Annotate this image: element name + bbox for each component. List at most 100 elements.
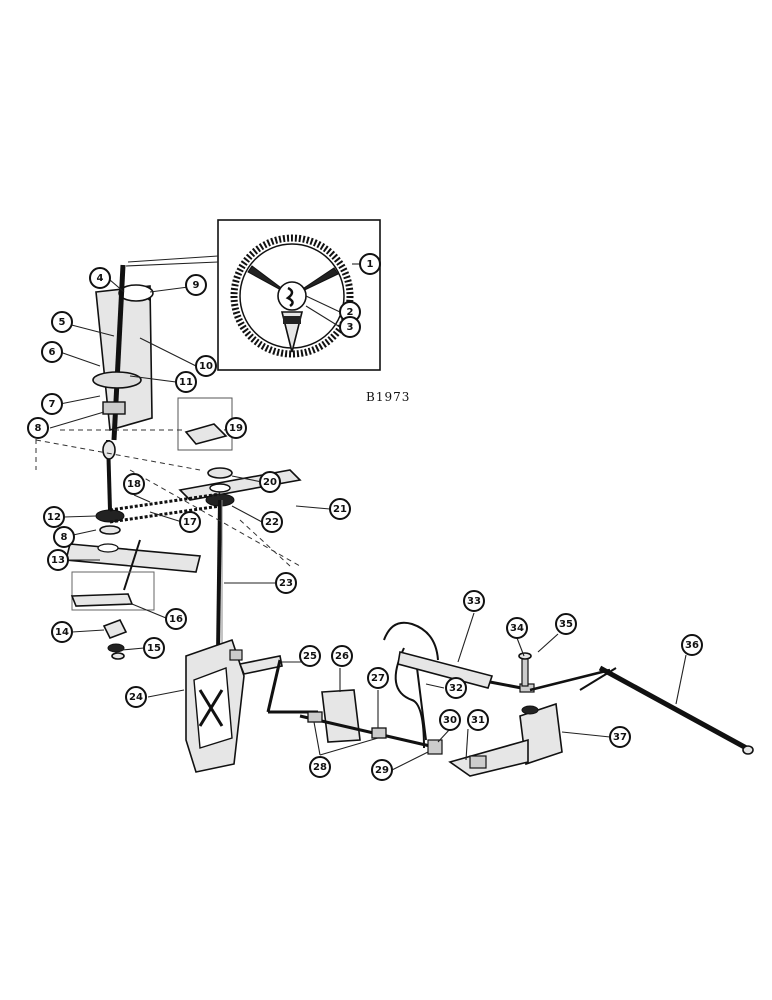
steering-gearbox bbox=[185, 638, 245, 773]
callout-label: 19 bbox=[229, 423, 243, 434]
callout-29: 29 bbox=[371, 759, 393, 781]
callout-circle bbox=[89, 267, 111, 289]
callout-label: 8 bbox=[35, 423, 42, 434]
callout-19: 19 bbox=[225, 417, 247, 439]
callout-circle bbox=[367, 667, 389, 689]
callout-label: 6 bbox=[49, 347, 56, 358]
callout-label: 35 bbox=[559, 619, 573, 630]
callout-26: 26 bbox=[331, 645, 353, 667]
callout-label: 5 bbox=[59, 317, 66, 328]
callout-circle bbox=[467, 709, 489, 731]
callout-circle bbox=[329, 498, 351, 520]
callout-label: 30 bbox=[443, 715, 457, 726]
callout-22: 22 bbox=[261, 511, 283, 533]
callout-label: 12 bbox=[47, 512, 61, 523]
callout-circle bbox=[506, 617, 528, 639]
leader-lines bbox=[49, 263, 687, 771]
callout-label: 16 bbox=[169, 614, 183, 625]
callout-33: 33 bbox=[463, 590, 485, 612]
callout-label: 33 bbox=[467, 596, 481, 607]
callout-circle bbox=[165, 608, 187, 630]
callout-8: 8 bbox=[53, 526, 75, 548]
callout-circle bbox=[261, 511, 283, 533]
callout-35: 35 bbox=[555, 613, 577, 635]
callout-label: 1 bbox=[367, 259, 374, 270]
callout-circle bbox=[275, 572, 297, 594]
callout-label: 9 bbox=[193, 280, 200, 291]
callout-circle bbox=[27, 417, 49, 439]
callout-7: 7 bbox=[41, 393, 63, 415]
callout-label: 7 bbox=[49, 399, 56, 410]
callout-circle bbox=[331, 645, 353, 667]
callout-25: 25 bbox=[299, 645, 321, 667]
callout-37: 37 bbox=[609, 726, 631, 748]
callout-circle bbox=[185, 274, 207, 296]
steering-column bbox=[92, 264, 154, 511]
callout-label: 29 bbox=[375, 765, 389, 776]
callout-label: 2 bbox=[347, 307, 354, 318]
callout-23: 23 bbox=[275, 572, 297, 594]
callout-label: 14 bbox=[55, 627, 69, 638]
callout-12: 12 bbox=[43, 506, 65, 528]
callout-8: 8 bbox=[27, 417, 49, 439]
callout-label: 17 bbox=[183, 517, 197, 528]
callout-circle bbox=[445, 677, 467, 699]
callout-28: 28 bbox=[309, 756, 331, 778]
callout-label: 3 bbox=[347, 322, 354, 333]
callout-label: 8 bbox=[61, 532, 68, 543]
callout-5: 5 bbox=[51, 311, 73, 333]
callout-circle bbox=[681, 634, 703, 656]
callout-label: 11 bbox=[179, 377, 193, 388]
callout-circle bbox=[51, 311, 73, 333]
callout-13: 13 bbox=[47, 549, 69, 571]
callout-label: 25 bbox=[303, 651, 317, 662]
callout-circle bbox=[51, 621, 73, 643]
callout-circle bbox=[339, 316, 361, 338]
callout-34: 34 bbox=[506, 617, 528, 639]
callout-17: 17 bbox=[179, 511, 201, 533]
callout-label: 24 bbox=[129, 692, 143, 703]
callout-label: 31 bbox=[471, 715, 485, 726]
callout-label: 32 bbox=[449, 683, 463, 694]
callout-3: 3 bbox=[339, 316, 361, 338]
callout-20: 20 bbox=[259, 471, 281, 493]
chain-drive bbox=[95, 492, 235, 535]
callout-label: 21 bbox=[333, 504, 347, 515]
callout-circle bbox=[439, 709, 461, 731]
callout-circle bbox=[179, 511, 201, 533]
callout-10: 10 bbox=[195, 355, 217, 377]
figure-code: B1973 bbox=[366, 390, 410, 404]
callout-18: 18 bbox=[123, 473, 145, 495]
callout-circle bbox=[53, 526, 75, 548]
callout-27: 27 bbox=[367, 667, 389, 689]
callout-label: 36 bbox=[685, 640, 699, 651]
callout-6: 6 bbox=[41, 341, 63, 363]
callout-36: 36 bbox=[681, 634, 703, 656]
callout-circle bbox=[259, 471, 281, 493]
callout-11: 11 bbox=[175, 371, 197, 393]
callout-9: 9 bbox=[185, 274, 207, 296]
callout-14: 14 bbox=[51, 621, 73, 643]
callout-1: 1 bbox=[359, 253, 381, 275]
callout-label: 15 bbox=[147, 643, 161, 654]
callout-circle bbox=[609, 726, 631, 748]
callout-circle bbox=[175, 371, 197, 393]
callout-circle bbox=[125, 686, 147, 708]
callout-label: 4 bbox=[97, 273, 104, 284]
callout-circle bbox=[41, 341, 63, 363]
callout-circle bbox=[123, 473, 145, 495]
callout-circle bbox=[47, 549, 69, 571]
callout-circle bbox=[41, 393, 63, 415]
steering-wheel-inset bbox=[217, 219, 381, 371]
callout-label: 10 bbox=[199, 361, 213, 372]
callout-circle bbox=[359, 253, 381, 275]
callout-circle bbox=[195, 355, 217, 377]
callout-label: 20 bbox=[263, 477, 277, 488]
callout-24: 24 bbox=[125, 686, 147, 708]
callout-label: 22 bbox=[265, 517, 279, 528]
callout-circle bbox=[309, 756, 331, 778]
callout-label: 34 bbox=[510, 623, 524, 634]
callout-16: 16 bbox=[165, 608, 187, 630]
callout-circle bbox=[43, 506, 65, 528]
